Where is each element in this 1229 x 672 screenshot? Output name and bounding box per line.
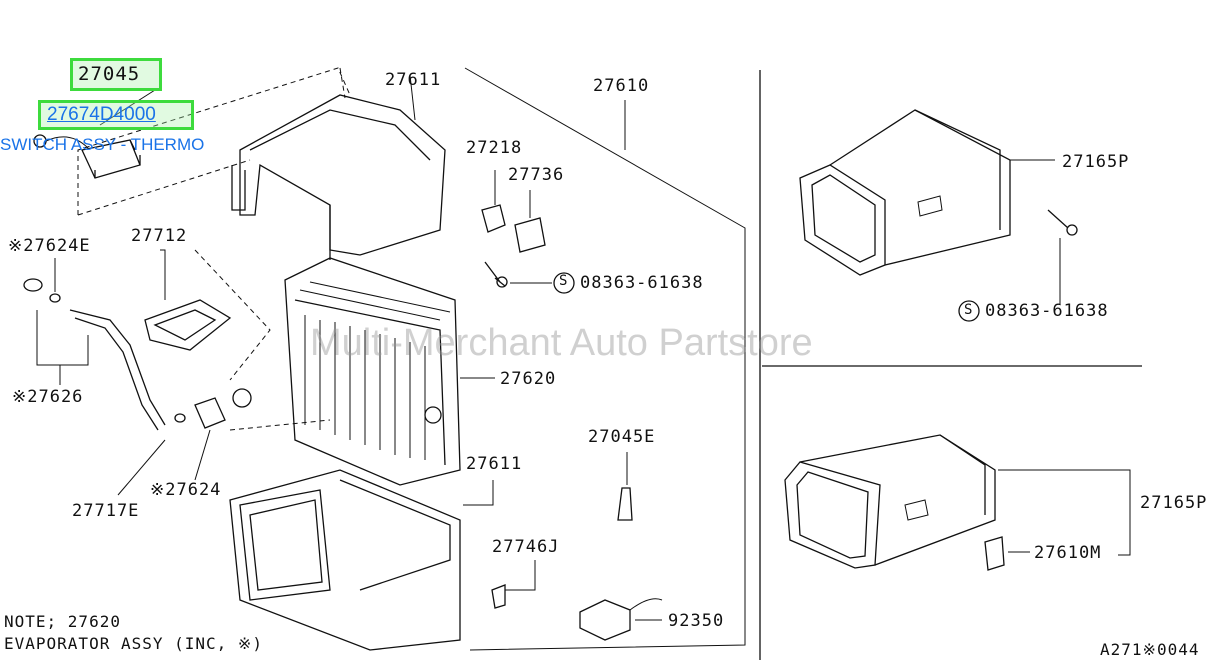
duct-27165p-top <box>799 109 1078 322</box>
upper-case-27611 <box>231 74 446 260</box>
duct-27165p-bottom <box>784 434 1131 571</box>
clip-27746j <box>491 560 536 609</box>
relay-92350 <box>579 598 663 641</box>
highlight-part-number-27674d4000[interactable]: 27674D4000 <box>47 104 156 125</box>
label-08363-61638-b: 08363-61638 <box>985 301 1109 321</box>
label-27045e: 27045E <box>588 427 656 447</box>
resistor-27736 <box>514 190 546 253</box>
label-27218: 27218 <box>466 138 523 158</box>
diagram-reference-code: A271※0044 <box>1100 640 1200 659</box>
thermo-switch-part <box>33 89 156 179</box>
label-27712: 27712 <box>131 226 188 246</box>
label-27611-top: 27611 <box>385 70 442 90</box>
label-08363-61638-a: 08363-61638 <box>580 273 704 293</box>
lower-case-27611 <box>229 469 494 651</box>
label-92350: 92350 <box>668 611 725 631</box>
label-27717e: 27717E <box>72 501 140 521</box>
screw-08363-a <box>484 261 575 294</box>
label-27746j: 27746J <box>492 537 560 557</box>
label-27610: 27610 <box>593 76 650 96</box>
label-s-mark-a: S <box>559 273 569 289</box>
label-27624e: ※27624E <box>8 236 91 256</box>
note-line-1: NOTE; 27620 <box>4 612 121 631</box>
label-27165p-top: 27165P <box>1062 152 1130 172</box>
highlight-part-number-27045: 27045 <box>78 63 141 85</box>
label-27610m: 27610M <box>1034 543 1102 563</box>
bracket-27218 <box>481 170 506 233</box>
bracket-27712 <box>144 249 331 431</box>
highlight-box-27674d4000[interactable] <box>38 100 194 130</box>
label-27624: ※27624 <box>150 480 222 500</box>
label-27611-bottom: 27611 <box>466 454 523 474</box>
evaporator-core-27620 <box>284 257 495 486</box>
label-27736: 27736 <box>508 165 565 185</box>
clip-27045e <box>617 452 633 521</box>
assembly-outline-27610 <box>464 67 746 651</box>
thermo-switch-dashed-box <box>77 67 351 216</box>
pipe-27717e <box>23 258 252 496</box>
watermark: Multi-Merchant Auto Partstore <box>310 322 813 364</box>
label-27165p-bottom: 27165P <box>1140 493 1208 513</box>
highlight-box-27045[interactable] <box>70 58 162 91</box>
label-27620: 27620 <box>500 369 557 389</box>
label-27626: ※27626 <box>12 387 84 407</box>
panel-dividers <box>759 70 1142 660</box>
note-line-2: EVAPORATOR ASSY (INC, ※) <box>4 634 263 653</box>
part-tooltip: SWITCH ASSY - THERMO <box>0 135 205 154</box>
label-s-mark-b: S <box>964 302 974 318</box>
